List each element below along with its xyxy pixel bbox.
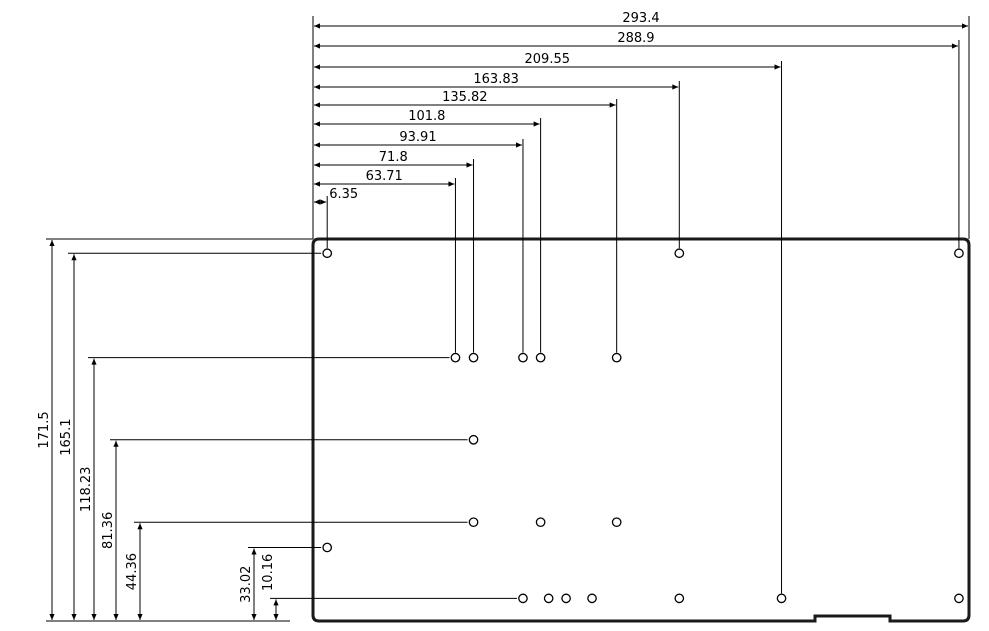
mounting-hole: [535, 517, 546, 528]
arrowhead: [113, 614, 119, 620]
mounting-hole: [468, 517, 479, 528]
arrowhead: [314, 162, 320, 168]
arrowhead: [314, 43, 320, 49]
arrowhead: [273, 614, 279, 620]
arrowhead: [49, 240, 55, 246]
mounting-hole: [674, 248, 685, 259]
arrowhead: [466, 162, 473, 168]
mounting-hole: [674, 593, 685, 604]
mounting-hole: [468, 434, 479, 445]
dimension-label: 63.71: [366, 169, 403, 184]
arrowhead: [314, 142, 320, 148]
mounting-hole: [611, 517, 622, 528]
arrowhead: [774, 64, 781, 70]
arrowhead: [91, 614, 97, 620]
arrowhead: [320, 199, 327, 205]
mounting-hole: [611, 352, 622, 363]
mounting-holes: [322, 248, 964, 604]
arrowhead: [515, 142, 522, 148]
dimension-label: 135.82: [442, 90, 488, 105]
arrowhead: [314, 102, 320, 108]
mounting-hole: [561, 593, 571, 604]
dimension-label: 118.23: [79, 467, 94, 512]
dimension-label: 165.1: [59, 419, 74, 456]
mounting-hole: [468, 352, 479, 363]
arrowhead: [314, 199, 320, 205]
mounting-hole: [322, 542, 333, 553]
arrowhead: [962, 23, 968, 29]
arrowhead: [533, 121, 540, 127]
arrowhead: [137, 523, 143, 530]
dimension-label: 209.55: [525, 52, 571, 67]
dimension-label: 288.9: [617, 31, 654, 46]
mounting-hole: [450, 352, 461, 363]
mounting-hole: [776, 593, 787, 604]
mounting-hole: [954, 593, 964, 604]
dimension-label: 101.8: [408, 109, 445, 124]
arrowhead: [273, 599, 279, 606]
horizontal-dimensions: 293.4 288.9 209.55 163.83 135.82 101.8 93.91 71…: [312, 11, 970, 594]
arrowhead: [113, 440, 119, 447]
dimension-label: 81.36: [101, 512, 116, 549]
mounting-hole: [543, 593, 554, 604]
arrowhead: [314, 23, 320, 29]
arrowhead: [314, 84, 320, 90]
arrowhead: [91, 358, 97, 365]
arrowhead: [314, 181, 320, 187]
arrowhead: [314, 64, 320, 70]
mounting-hole: [518, 352, 528, 363]
arrowhead: [251, 548, 257, 555]
dimension-label: 163.83: [473, 72, 519, 87]
dimension-label: 10.16: [261, 554, 276, 591]
dimension-label: 71.8: [379, 150, 408, 165]
dimension-label: 293.4: [622, 11, 659, 26]
dimension-label: 171.5: [37, 411, 52, 448]
mounting-hole: [322, 248, 333, 259]
vertical-dimensions: 171.5 165.1 118.23 81.36 44.36 33.02 10.16: [37, 238, 517, 622]
arrowhead: [672, 84, 679, 90]
arrowhead: [314, 121, 320, 127]
dimension-label: 44.36: [125, 553, 140, 590]
dimension-label: 33.02: [239, 566, 254, 603]
arrowhead: [951, 43, 958, 49]
arrowhead: [71, 614, 77, 620]
arrowhead: [49, 614, 55, 620]
arrowhead: [448, 181, 455, 187]
dimension-label: 93.91: [399, 130, 436, 145]
arrowhead: [71, 254, 77, 261]
arrowhead: [137, 614, 143, 620]
mounting-hole: [587, 593, 597, 604]
mounting-hole: [954, 248, 964, 259]
board-outline: [311, 237, 971, 623]
mounting-hole: [518, 593, 528, 604]
board-layer: [311, 237, 971, 623]
mounting-hole: [535, 352, 546, 363]
arrowhead: [251, 614, 257, 620]
dimension-label: 6.35: [329, 187, 358, 202]
arrowhead: [609, 102, 616, 108]
